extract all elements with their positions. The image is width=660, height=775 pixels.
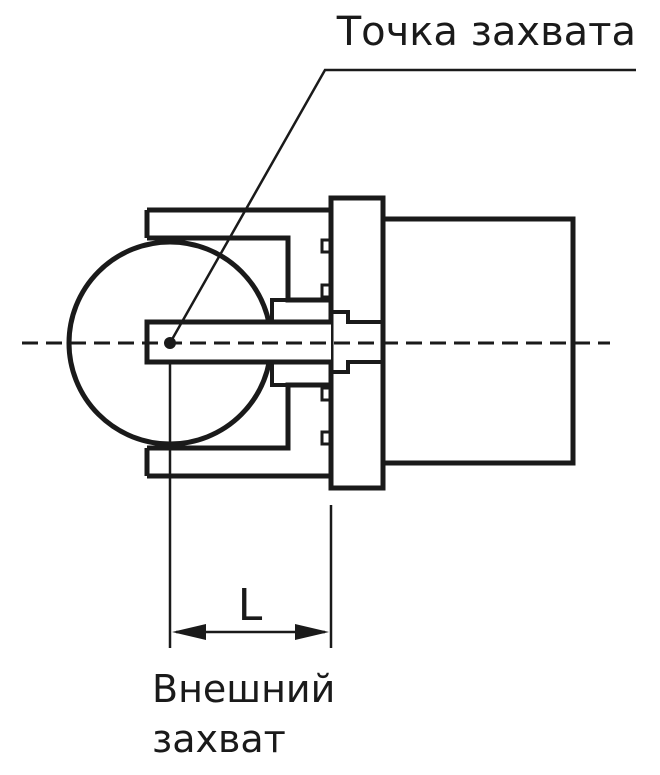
lower-jaw-detail [320, 386, 333, 402]
grip-point-label: Точка захвата [336, 9, 636, 55]
external-grip-label-line1: Внешний [152, 667, 335, 711]
upper-jaw-detail [320, 238, 333, 254]
jaw-step-upper [270, 298, 288, 322]
lower-finger-inner [147, 382, 331, 451]
lower-jaw-detail-2 [320, 430, 333, 446]
dimension-arrow-right [295, 624, 329, 640]
external-grip-label-line2: захват [152, 717, 286, 761]
grip-point-leader [168, 68, 636, 344]
upper-finger-inner [147, 235, 331, 303]
upper-jaw-detail-2 [320, 283, 333, 299]
jaw-step-lower [270, 362, 288, 387]
dimension-arrow-left [172, 624, 206, 640]
gripper-body [383, 216, 576, 466]
dimension-label: L [238, 580, 263, 631]
